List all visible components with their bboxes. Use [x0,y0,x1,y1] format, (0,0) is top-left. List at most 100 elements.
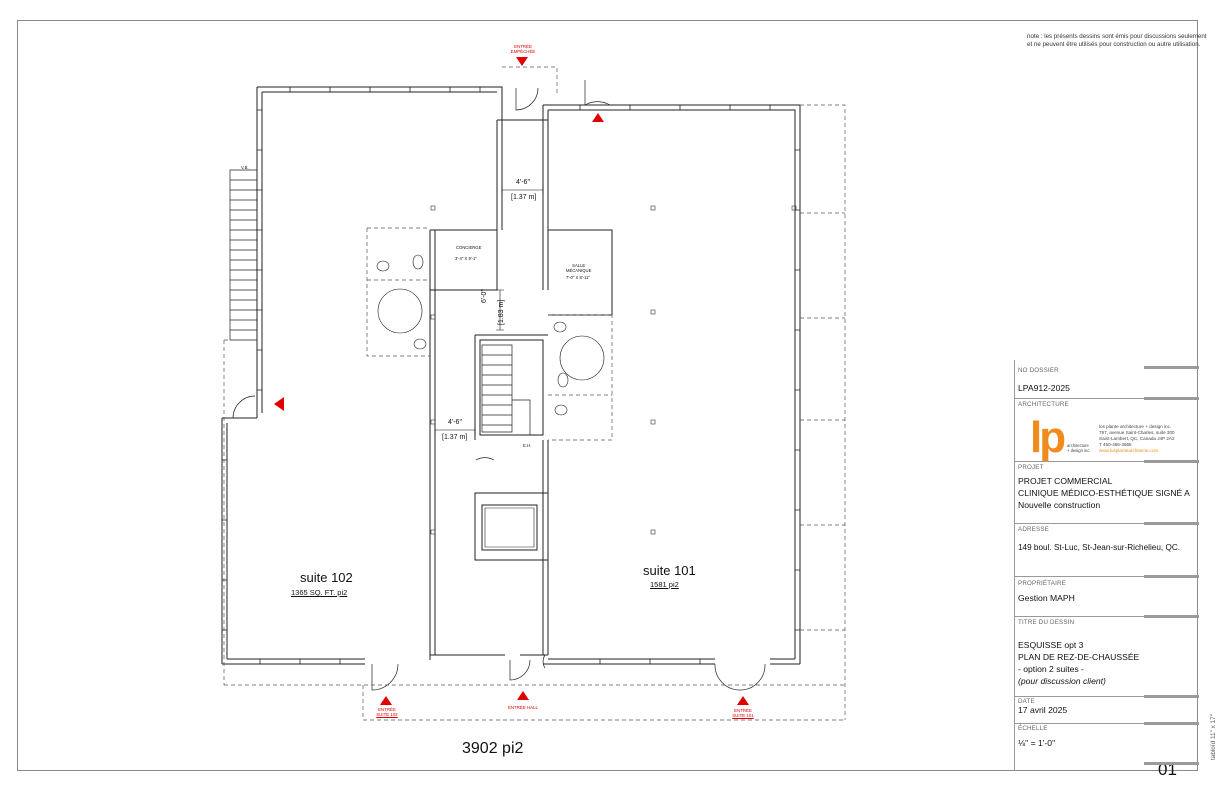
projet-line-3: Nouvelle construction [1018,500,1101,510]
dim-corridor-mid: 4'-6" [448,419,462,426]
dashed-canopy-top [502,66,558,95]
firm-tagline-line: architecture [1067,443,1089,448]
entry-label-line: EMPÊCHÉE [510,49,536,54]
title-block-bar [1144,695,1199,698]
room-concierge-dim: 3'-4" X 9'-1" [455,256,477,261]
projet-line-2: CLINIQUE MÉDICO-ESTHÉTIQUE SIGNÉ A [1018,488,1190,498]
disclaimer-note: note : les présents dessins sont émis po… [1027,33,1207,48]
door-suite-102 [371,663,399,691]
proprietaire-label: PROPRIÉTAIRE [1018,580,1067,587]
titre-label: TITRE DU DESSIN [1018,619,1075,626]
stair-label: V.B. [241,165,249,170]
dashed-left-canopy [223,339,257,685]
firm-address-line: T 450-466-3665 [1099,442,1132,447]
title-block-bar [1144,762,1199,765]
entry-marker-suite-102 [380,696,392,705]
entry-label-line: ENTRÉE [734,708,752,713]
dashed-right-canopy [800,104,846,720]
title-block-separator [1014,523,1198,524]
sheet-border [17,20,1198,771]
room-mechanical-line: SALLE [572,263,586,268]
entry-marker-hall [517,691,529,700]
title-block-bar [1144,397,1199,400]
exterior-stair [229,169,258,341]
projet-line-1: PROJET COMMERCIAL [1018,476,1113,486]
wall-conciergerie [430,229,498,291]
wall-center-mid [429,230,549,660]
door-hall [509,654,546,681]
title-block-separator [1014,696,1198,697]
echelle-value: ⅛" = 1'-0" [1018,738,1056,748]
entry-marker-top-101 [592,113,604,122]
wall-stair [474,334,548,440]
door-suite-101 [714,663,766,691]
room-mechanical: SALLE MÉCANIQUE [566,263,591,273]
dossier-label: NO DOSSIER [1018,367,1059,374]
entry-marker-side-102 [274,397,284,411]
firm-tagline-line: + design inc. [1067,448,1091,453]
title-block-bar [1144,575,1199,578]
titre-line-4: (pour discussion client) [1018,676,1106,686]
wall-center-right [430,440,549,656]
firm-address: los plante architecture + design inc. 79… [1099,424,1194,454]
firm-address-line: 797, avenue Saint-Charles, suite 300 [1099,430,1175,435]
adresse-label: ADRESSE [1018,526,1049,533]
turning-circle [559,335,605,381]
wall-suite-102-lower [221,417,365,665]
dim-corridor-top: 4'-6" [516,179,530,186]
architecture-label: ARCHITECTURE [1018,401,1069,408]
suite-102-area: 1365 SQ. FT. pi2 [291,588,348,597]
entry-label-line: ENTRÉE [514,44,532,49]
entry-label-empechee: ENTRÉE EMPÊCHÉE [506,44,540,54]
dim-corridor-mid-metric: [1.37 m] [442,434,468,441]
door-suite-102-side [232,395,256,419]
wall-center [496,119,549,230]
date-value: 17 avril 2025 [1018,705,1068,715]
title-block-separator [1014,398,1198,399]
firm-logo: lp [1030,413,1066,462]
eh-label: E.H. [523,443,532,448]
title-block-bar [1144,366,1199,369]
title-block-bar [1144,615,1199,618]
title-block-separator [1014,576,1198,577]
title-block-separator [1014,461,1198,462]
room-concierge: CONCIERGE [456,245,482,250]
entry-label-line: SUITE 102 [376,712,398,717]
firm-url[interactable]: www.lusplantearchitecte.com [1099,448,1159,453]
dashed-bottom-canopy [224,684,845,721]
dim-corridor-top-metric: [1.37 m] [511,194,537,201]
floor-plan [221,57,846,721]
echelle-label: ÉCHELLE [1018,725,1048,732]
door-top-suite-101 [584,80,611,106]
sheet-format: tabloïd 11" x 17" [1210,714,1217,760]
turning-circle [377,288,423,334]
entry-label-suite-102: ENTRÉE SUITE 102 [370,707,404,717]
title-block-bar [1144,460,1199,463]
title-block-separator [1014,723,1198,724]
adresse-value: 149 boul. St-Luc, St-Jean-sur-Richelieu,… [1018,543,1181,552]
title-block-edge [1014,360,1015,770]
dashed-washroom-101 [548,314,613,441]
title-block-bar [1144,722,1199,725]
door-top-empechee [515,87,539,111]
entry-label-line: ENTRÉE [378,707,396,712]
door-center [475,457,495,461]
dim-vertical: 6'-0" [481,289,488,303]
firm-logo-tagline: architecture + design inc. [1067,443,1091,453]
interior-stair [481,344,531,435]
titre-line-3: - option 2 suites - [1018,664,1084,674]
date-label: DATE [1018,698,1035,705]
suite-101-name: suite 101 [643,563,696,578]
entry-marker-suite-101 [737,696,749,705]
firm-address-line: los plante architecture + design inc. [1099,424,1172,429]
entry-label-suite-101: ENTRÉE SUITE 101 [726,708,760,718]
title-block-bar [1144,522,1199,525]
elevator [474,492,549,561]
dossier-value: LPA912-2025 [1018,383,1070,393]
wall-suite-102 [256,86,503,418]
projet-label: PROJET [1018,464,1044,471]
dim-vertical-metric: [1.83 m] [498,299,505,325]
firm-address-line: Saint-Lambert, QC, Canada J4P 2A2 [1099,436,1175,441]
suite-102-name: suite 102 [300,570,353,585]
entry-label-line: SUITE 101 [732,713,754,718]
